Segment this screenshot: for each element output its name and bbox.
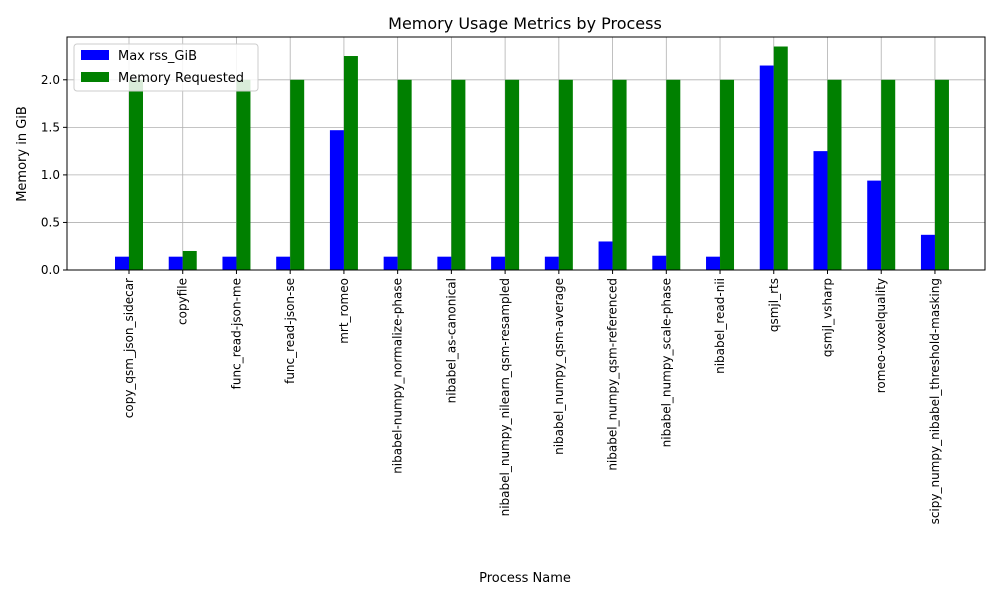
- bar-max-rss-gib-copy-qsm-json-sidecar: [115, 256, 129, 270]
- bar-memory-requested-nibabel-numpy-nilearn-qsm-resampled: [505, 79, 520, 270]
- y-tick-label: 2.0: [41, 73, 60, 87]
- bar-max-rss-gib-qsmjl-rts: [759, 65, 774, 270]
- x-tick-label-romeo-voxelquality: romeo-voxelquality: [874, 278, 888, 393]
- x-tick-label-func-read-json-se: func_read-json-se: [283, 278, 297, 384]
- y-tick-label: 1.0: [41, 168, 60, 182]
- x-tick-label-nibabel-numpy-qsm-referenced: nibabel_numpy_qsm-referenced: [606, 278, 620, 471]
- plot-frame: [66, 36, 986, 271]
- bar-memory-requested-qsmjl-vsharp: [827, 79, 842, 270]
- bar-max-rss-gib-nibabel-numpy-normalize-phase: [383, 256, 398, 270]
- chart-title: Memory Usage Metrics by Process: [388, 14, 662, 33]
- x-tick-label-copy-qsm-json-sidecar: copy_qsm_json_sidecar: [122, 278, 136, 418]
- bar-max-rss-gib-mrt-romeo: [329, 130, 344, 270]
- bar-max-rss-gib-nibabel-numpy-qsm-referenced: [598, 241, 613, 270]
- bar-memory-requested-nibabel-numpy-qsm-average: [558, 79, 573, 270]
- bar-max-rss-gib-nibabel-numpy-nilearn-qsm-resampled: [491, 256, 506, 270]
- bar-memory-requested-copy-qsm-json-sidecar: [129, 79, 143, 270]
- x-tick-label-copyfile: copyfile: [176, 278, 190, 325]
- bar-memory-requested-mrt-romeo: [343, 56, 358, 270]
- y-tick-label: 0.0: [41, 263, 60, 277]
- y-axis-title: Memory in GiB: [15, 106, 30, 202]
- bar-memory-requested-qsmjl-rts: [773, 46, 788, 270]
- bars: [115, 46, 949, 270]
- x-tick-label-nibabel-read-nii: nibabel_read-nii: [713, 278, 727, 374]
- bar-memory-requested-nibabel-numpy-scale-phase: [666, 79, 681, 270]
- bar-max-rss-gib-nibabel-numpy-scale-phase: [652, 255, 667, 270]
- x-tick-label-qsmjl-vsharp: qsmjl_vsharp: [820, 278, 834, 357]
- bar-memory-requested-nibabel-numpy-qsm-referenced: [612, 79, 627, 270]
- bar-memory-requested-scipy-numpy-nibabel-threshold-masking: [934, 79, 949, 270]
- legend: Max rss_GiB Memory Requested: [73, 43, 259, 92]
- bar-max-rss-gib-romeo-voxelquality: [867, 180, 882, 270]
- bar-max-rss-gib-scipy-numpy-nibabel-threshold-masking: [920, 234, 935, 270]
- bar-memory-requested-nibabel-read-nii: [720, 79, 735, 270]
- bar-memory-requested-nibabel-numpy-normalize-phase: [397, 79, 412, 270]
- x-tick-label-qsmjl-rts: qsmjl_rts: [767, 278, 781, 332]
- bar-max-rss-gib-nibabel-numpy-qsm-average: [544, 256, 559, 270]
- legend-label-max-rss: Max rss_GiB: [118, 49, 197, 64]
- y-tick-label: 1.5: [41, 120, 60, 134]
- x-tick-label-nibabel-as-canonical: nibabel_as-canonical: [444, 278, 458, 403]
- x-tick-label-scipy-numpy-nibabel-threshold-masking: scipy_numpy_nibabel_threshold-masking: [928, 278, 942, 524]
- x-tick-label-nibabel-numpy-scale-phase: nibabel_numpy_scale-phase: [659, 278, 673, 447]
- bar-max-rss-gib-nibabel-read-nii: [706, 256, 721, 270]
- bar-memory-requested-func-read-json-me: [236, 79, 251, 270]
- legend-label-memory-requested: Memory Requested: [118, 71, 244, 86]
- y-tick-label: 0.5: [41, 215, 60, 229]
- bar-memory-requested-nibabel-as-canonical: [451, 79, 466, 270]
- x-tick-label-nibabel-numpy-qsm-average: nibabel_numpy_qsm-average: [552, 278, 566, 455]
- x-tick-label-nibabel-numpy-nilearn-qsm-resampled: nibabel_numpy_nilearn_qsm-resampled: [498, 278, 512, 516]
- y-axis: 0.0 0.5 1.0 1.5 2.0: [41, 73, 67, 277]
- bar-max-rss-gib-qsmjl-vsharp: [813, 151, 828, 270]
- x-tick-label-nibabel-numpy-normalize-phase: nibabel-numpy_normalize-phase: [391, 278, 405, 474]
- bar-max-rss-gib-copyfile: [168, 256, 183, 270]
- x-axis-title: Process Name: [479, 571, 571, 586]
- bar-max-rss-gib-func-read-json-se: [276, 256, 291, 270]
- x-tick-label-func-read-json-me: func_read-json-me: [229, 278, 243, 389]
- bar-max-rss-gib-nibabel-as-canonical: [437, 256, 452, 270]
- legend-swatch-memory-requested: [81, 72, 109, 82]
- bar-memory-requested-romeo-voxelquality: [881, 79, 896, 270]
- x-tick-label-mrt-romeo: mrt_romeo: [337, 278, 351, 344]
- bar-max-rss-gib-func-read-json-me: [222, 256, 237, 270]
- legend-box: [73, 43, 259, 92]
- legend-swatch-max-rss: [81, 50, 109, 60]
- bar-memory-requested-func-read-json-se: [290, 79, 305, 270]
- bar-memory-requested-copyfile: [182, 250, 197, 270]
- x-axis: copy_qsm_json_sidecar copyfile func_read-j…: [122, 270, 942, 524]
